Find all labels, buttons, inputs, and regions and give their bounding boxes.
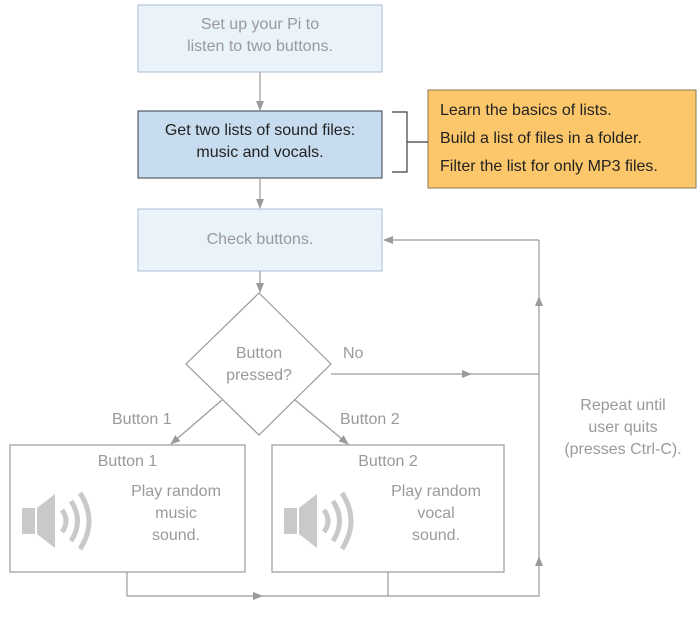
button-1-action-text: Play random music sound. <box>112 481 240 547</box>
button-2-text-line-2: vocal <box>417 505 455 522</box>
button-1-branch-label: Button 1 <box>112 411 172 428</box>
get-lists-step-box <box>137 110 383 179</box>
get-lists-step-line-2: music and vocals. <box>196 144 324 161</box>
check-buttons-step-box <box>137 208 383 272</box>
check-buttons-step-line: Check buttons. <box>206 231 314 248</box>
connector-loop-bottom <box>126 240 540 597</box>
note-box <box>427 89 697 189</box>
decision-diamond <box>185 292 332 436</box>
button-1-text-line-3: sound. <box>151 527 201 544</box>
setup-step-line-2: listen to two buttons. <box>187 38 333 55</box>
button-1-text-line-1: Play random <box>131 483 221 500</box>
get-lists-step-label: Get two lists of sound files: music and … <box>138 120 382 164</box>
button-1-title: Button 1 <box>97 453 158 470</box>
setup-step-label: Set up your Pi to listen to two buttons. <box>138 14 382 58</box>
note-line-2: Build a list of files in a folder. <box>440 130 642 147</box>
button-2-action-text: Play random vocal sound. <box>372 481 500 547</box>
button-1-text-line-2: music <box>155 505 197 522</box>
note-text: Learn the basics of lists. Build a list … <box>428 97 696 181</box>
loop-note-line-1: Repeat until <box>580 397 666 414</box>
no-branch-label: No <box>343 345 364 362</box>
decision-line-2: pressed? <box>226 367 292 384</box>
setup-step-line-1: Set up your Pi to <box>200 16 320 33</box>
check-buttons-step-label: Check buttons. <box>138 229 382 251</box>
button-2-branch-label: Button 2 <box>340 411 400 428</box>
button-2-title: Button 2 <box>358 453 418 470</box>
get-lists-step-line-1: Get two lists of sound files: <box>164 122 356 139</box>
decision-label: Button pressed? <box>199 343 319 387</box>
note-line-3: Filter the list for only MP3 files. <box>440 158 658 175</box>
loop-bottom-arrow <box>253 592 263 600</box>
decision-line-1: Button <box>235 345 283 362</box>
button-2-text-line-3: sound. <box>411 527 461 544</box>
connector-decision-to-button-2 <box>294 399 349 445</box>
loop-right-arrow-lower <box>535 556 543 566</box>
connector-decision-to-button-1 <box>170 399 223 445</box>
speaker-icon <box>284 491 354 551</box>
note-bracket <box>392 111 428 173</box>
speaker-icon <box>22 491 92 551</box>
loop-note-line-3: (presses Ctrl-C). <box>564 441 682 458</box>
note-line-1: Learn the basics of lists. <box>440 102 612 119</box>
loop-right-arrow-upper <box>535 296 543 306</box>
loop-note: Repeat until user quits (presses Ctrl-C)… <box>552 395 694 461</box>
button-2-text-line-1: Play random <box>391 483 481 500</box>
setup-step-box <box>137 4 383 73</box>
loop-note-line-2: user quits <box>588 419 658 436</box>
